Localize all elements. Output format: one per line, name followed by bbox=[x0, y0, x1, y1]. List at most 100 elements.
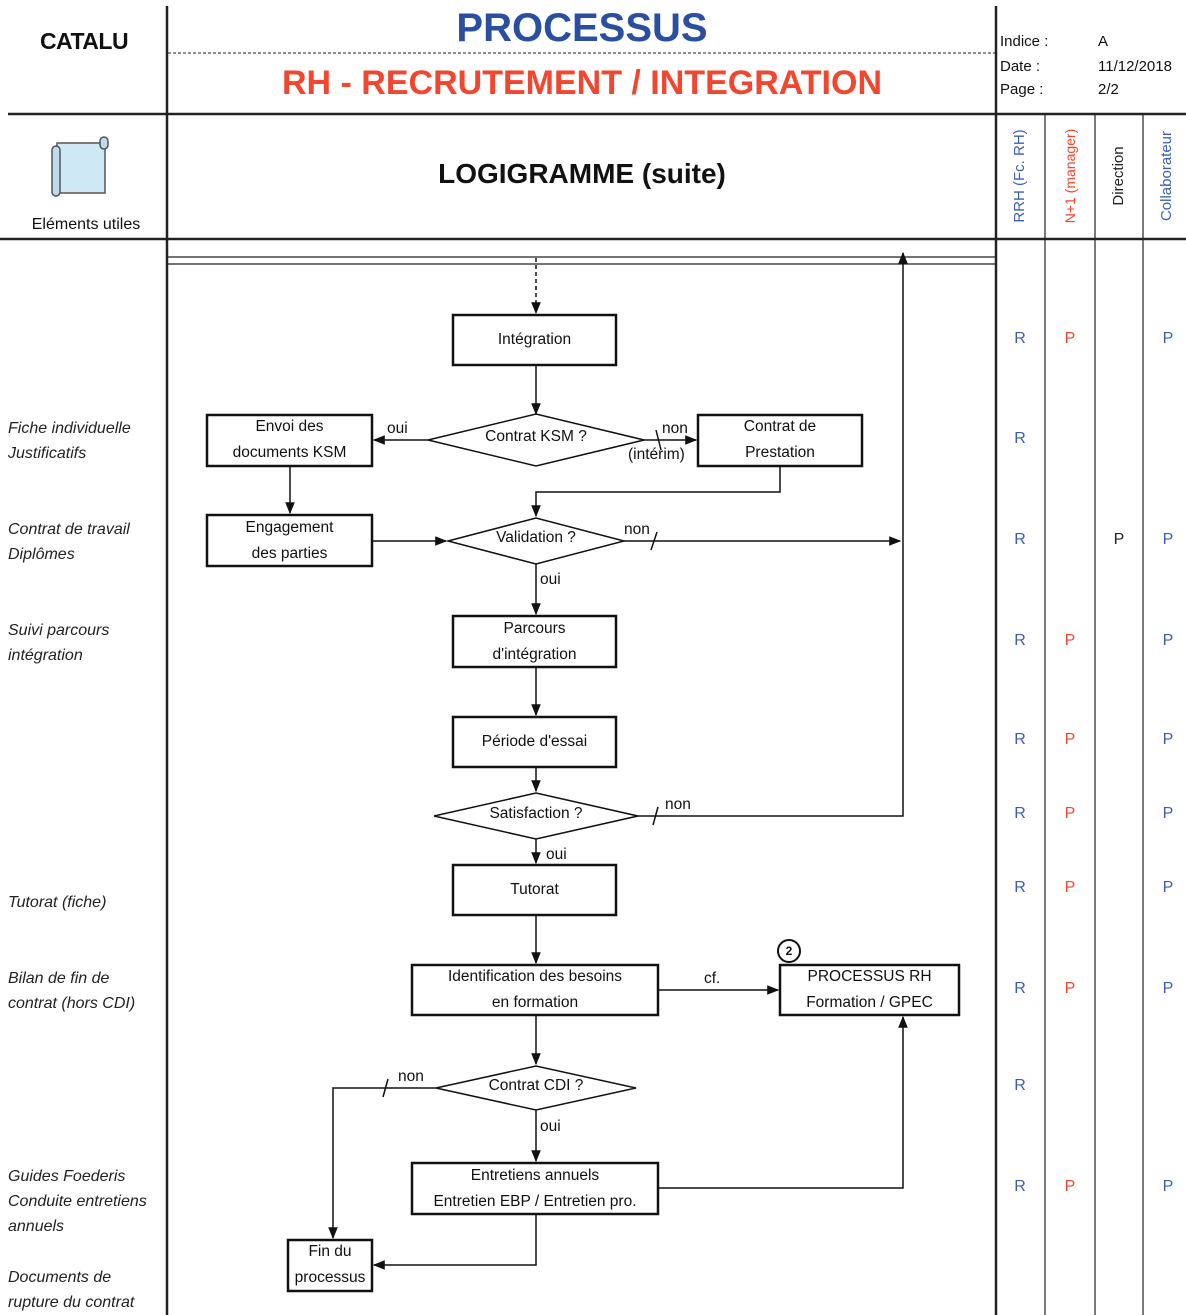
raci-cell: P bbox=[1162, 731, 1174, 748]
raci-cell: R bbox=[1014, 632, 1026, 649]
box-processus-rh bbox=[778, 963, 961, 1017]
role-header-direction: Direction bbox=[1110, 146, 1127, 206]
box-envoi-documents bbox=[205, 413, 374, 468]
decision-contrat-cdi bbox=[435, 1065, 637, 1111]
raci-cell: R bbox=[1014, 531, 1026, 548]
box-periode-essai bbox=[451, 715, 618, 769]
scroll-icon bbox=[51, 136, 109, 197]
page-title: PROCESSUS bbox=[456, 6, 708, 50]
role-header-collaborateur: Collaborateur bbox=[1158, 130, 1175, 222]
raci-cell: R bbox=[1014, 1077, 1026, 1094]
box-label: documents KSM bbox=[232, 444, 347, 461]
side-note: rupture du contrat bbox=[8, 1294, 135, 1311]
meta-value-indice: A bbox=[1098, 33, 1109, 50]
side-note: Fiche individuelle bbox=[8, 420, 131, 437]
box-label: Entretiens annuels bbox=[470, 1167, 600, 1184]
box-label: PROCESSUS RH bbox=[807, 968, 932, 985]
section-heading: LOGIGRAMME (suite) bbox=[438, 158, 726, 189]
raci-cell: P bbox=[1162, 980, 1174, 997]
raci-cell: R bbox=[1014, 430, 1026, 447]
box-label: Envoi des bbox=[255, 418, 324, 435]
side-note: Bilan de fin de bbox=[8, 970, 110, 987]
side-note: intégration bbox=[8, 647, 83, 664]
raci-cell: R bbox=[1014, 1178, 1026, 1195]
company-logo: CATALU bbox=[39, 28, 129, 54]
role-header-rrh: RRH (Fc. RH) bbox=[1011, 129, 1028, 223]
branch-label-non: non bbox=[665, 796, 691, 813]
box-label: Engagement bbox=[245, 519, 334, 536]
branch-label-oui: oui bbox=[540, 1118, 561, 1135]
box-contrat-prestation bbox=[696, 413, 864, 468]
raci-cell: P bbox=[1162, 879, 1174, 896]
raci-cell: P bbox=[1113, 531, 1125, 548]
raci-cell: P bbox=[1064, 632, 1076, 649]
box-label: Identification des besoins bbox=[447, 968, 623, 985]
box-label: des parties bbox=[251, 545, 328, 562]
branch-label-interim: (intérim) bbox=[628, 446, 685, 463]
side-note: Contrat de travail bbox=[8, 521, 130, 538]
raci-cell: P bbox=[1162, 805, 1174, 822]
raci-cell: P bbox=[1162, 531, 1174, 548]
side-note: annuels bbox=[8, 1218, 65, 1235]
box-label: Période d'essai bbox=[481, 733, 588, 750]
raci-cell: R bbox=[1014, 980, 1026, 997]
box-label: Parcours bbox=[503, 620, 566, 637]
box-entretiens-annuels bbox=[410, 1161, 660, 1216]
box-label: Tutorat bbox=[510, 881, 559, 898]
raci-cell: R bbox=[1014, 731, 1026, 748]
branch-label-cf: cf. bbox=[704, 970, 721, 987]
raci-cell: P bbox=[1064, 731, 1076, 748]
branch-label-oui: oui bbox=[540, 571, 561, 588]
raci-cell: P bbox=[1064, 879, 1076, 896]
side-note: Tutorat (fiche) bbox=[8, 894, 107, 911]
decision-label: Validation ? bbox=[496, 529, 576, 546]
raci-cell: R bbox=[1014, 879, 1026, 896]
box-label: d'intégration bbox=[492, 646, 577, 663]
box-label: Prestation bbox=[745, 444, 815, 461]
page-grid bbox=[0, 6, 1186, 1315]
box-fin-processus bbox=[286, 1238, 374, 1293]
side-note: Documents de bbox=[8, 1269, 112, 1286]
side-note: Suivi parcours bbox=[8, 622, 110, 639]
box-label: Fin du bbox=[308, 1243, 352, 1260]
meta-label-page: Page : bbox=[1000, 81, 1044, 98]
side-note: Guides Foederis bbox=[8, 1168, 126, 1185]
box-tutorat bbox=[451, 863, 618, 917]
meta-value-page: 2/2 bbox=[1098, 81, 1119, 98]
box-parcours bbox=[451, 614, 618, 669]
raci-cell: P bbox=[1162, 1178, 1174, 1195]
raci-cell: P bbox=[1064, 330, 1076, 347]
raci-cell: R bbox=[1014, 805, 1026, 822]
ref-number: 2 bbox=[785, 944, 793, 958]
decision-label: Contrat CDI ? bbox=[488, 1077, 584, 1094]
page-subtitle: RH - RECRUTEMENT / INTEGRATION bbox=[281, 64, 882, 102]
box-label: en formation bbox=[491, 994, 579, 1011]
meta-value-date: 11/12/2018 bbox=[1098, 58, 1172, 75]
branch-label-oui: oui bbox=[387, 420, 408, 437]
role-header-manager: N+1 (manager) bbox=[1062, 128, 1078, 224]
box-label: processus bbox=[294, 1269, 366, 1286]
box-label: Contrat de bbox=[743, 418, 817, 435]
ref-circle-2 bbox=[777, 939, 801, 963]
box-integration bbox=[451, 313, 618, 367]
side-note: Justificatifs bbox=[8, 445, 87, 462]
utils-column-label: Eléments utiles bbox=[31, 216, 141, 233]
meta-label-date: Date : bbox=[1000, 58, 1041, 75]
box-identification-besoins bbox=[410, 963, 660, 1017]
meta-label-indice: Indice : bbox=[1000, 33, 1049, 50]
raci-cell: R bbox=[1014, 330, 1026, 347]
side-note: Conduite entretiens bbox=[8, 1193, 147, 1210]
box-label: Entretien EBP / Entretien pro. bbox=[433, 1193, 637, 1210]
raci-cell: P bbox=[1162, 632, 1174, 649]
raci-cell: P bbox=[1064, 1178, 1076, 1195]
branch-label-oui: oui bbox=[546, 846, 567, 863]
decision-label: Satisfaction ? bbox=[489, 805, 583, 822]
branch-label-non: non bbox=[624, 521, 650, 538]
branch-label-non: non bbox=[398, 1068, 424, 1085]
side-note: Diplômes bbox=[8, 546, 75, 563]
box-label: Intégration bbox=[497, 331, 572, 348]
branch-label-non: non bbox=[662, 420, 688, 437]
side-note: contrat (hors CDI) bbox=[8, 995, 136, 1012]
raci-cell: P bbox=[1064, 805, 1076, 822]
